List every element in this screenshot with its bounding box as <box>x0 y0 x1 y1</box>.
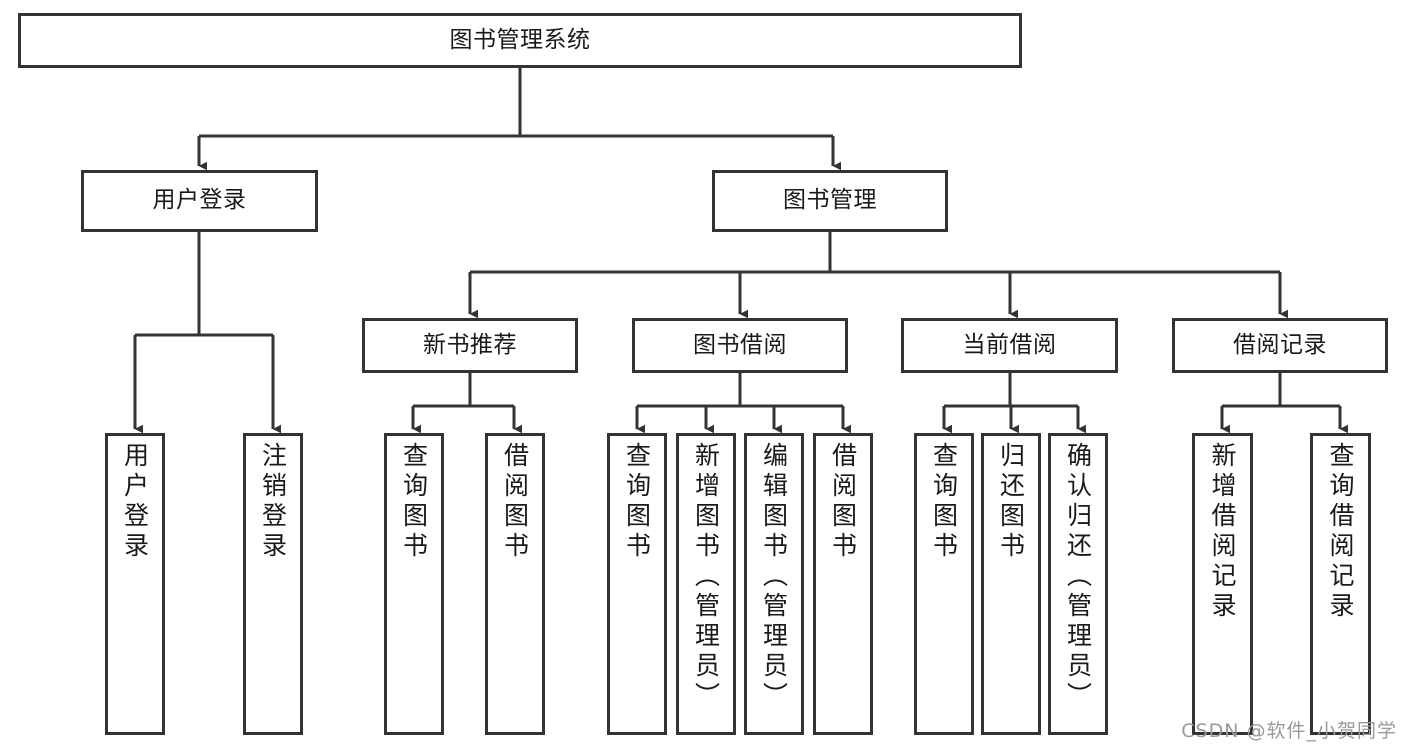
node-label: 查询图书 <box>929 442 959 562</box>
node-leaf-logout[interactable]: 注销登录 <box>243 433 303 735</box>
node-leaf-add-book[interactable]: 新增图书（管理员） <box>676 433 736 735</box>
node-label: 借阅记录 <box>1233 331 1327 358</box>
node-label: 查询借阅记录 <box>1326 442 1355 622</box>
node-label: 查询图书 <box>622 442 652 562</box>
node-label: 当前借阅 <box>962 331 1057 358</box>
node-leaf-user-login[interactable]: 用户登录 <box>105 433 165 735</box>
node-book-borrow[interactable]: 图书借阅 <box>632 318 848 373</box>
node-leaf-confirm-return[interactable]: 确认归还（管理员） <box>1048 433 1108 735</box>
node-label: 注销登录 <box>258 442 288 562</box>
node-label: 归还图书 <box>996 442 1026 562</box>
node-label: 查询图书 <box>399 442 429 562</box>
node-leaf-query-book-borrow[interactable]: 查询图书 <box>607 433 667 735</box>
node-label: 借阅图书 <box>828 442 858 562</box>
node-leaf-borrow-book-recommend[interactable]: 借阅图书 <box>485 433 545 735</box>
node-new-book-recommend[interactable]: 新书推荐 <box>362 318 578 373</box>
node-label: 图书借阅 <box>693 331 787 358</box>
node-leaf-query-borrow-record[interactable]: 查询借阅记录 <box>1310 433 1371 735</box>
node-user-login[interactable]: 用户登录 <box>81 170 318 232</box>
node-label: 用户登录 <box>152 187 247 214</box>
node-leaf-add-borrow-record[interactable]: 新增借阅记录 <box>1192 433 1253 735</box>
node-label: 用户登录 <box>120 442 150 562</box>
node-leaf-edit-book[interactable]: 编辑图书（管理员） <box>744 433 804 735</box>
node-label: 借阅图书 <box>500 442 530 562</box>
csdn-watermark: CSDN @软件_小贺同学 <box>1181 720 1397 742</box>
node-leaf-borrow-book[interactable]: 借阅图书 <box>813 433 873 735</box>
node-root-system[interactable]: 图书管理系统 <box>18 13 1022 68</box>
node-label: 图书管理 <box>783 187 877 214</box>
node-label: 确认归还（管理员） <box>1063 442 1093 712</box>
node-leaf-query-book-recommend[interactable]: 查询图书 <box>384 433 444 735</box>
node-label: 图书管理系统 <box>449 26 591 53</box>
node-book-manage[interactable]: 图书管理 <box>712 170 948 232</box>
node-label: 新书推荐 <box>423 331 517 358</box>
node-label: 新增图书（管理员） <box>691 442 721 712</box>
node-label: 编辑图书（管理员） <box>759 442 789 712</box>
node-leaf-query-book-current[interactable]: 查询图书 <box>914 433 974 735</box>
node-borrow-record[interactable]: 借阅记录 <box>1172 318 1388 373</box>
node-label: 新增借阅记录 <box>1208 442 1237 622</box>
node-leaf-return-book[interactable]: 归还图书 <box>981 433 1041 735</box>
node-current-borrow[interactable]: 当前借阅 <box>901 318 1118 373</box>
